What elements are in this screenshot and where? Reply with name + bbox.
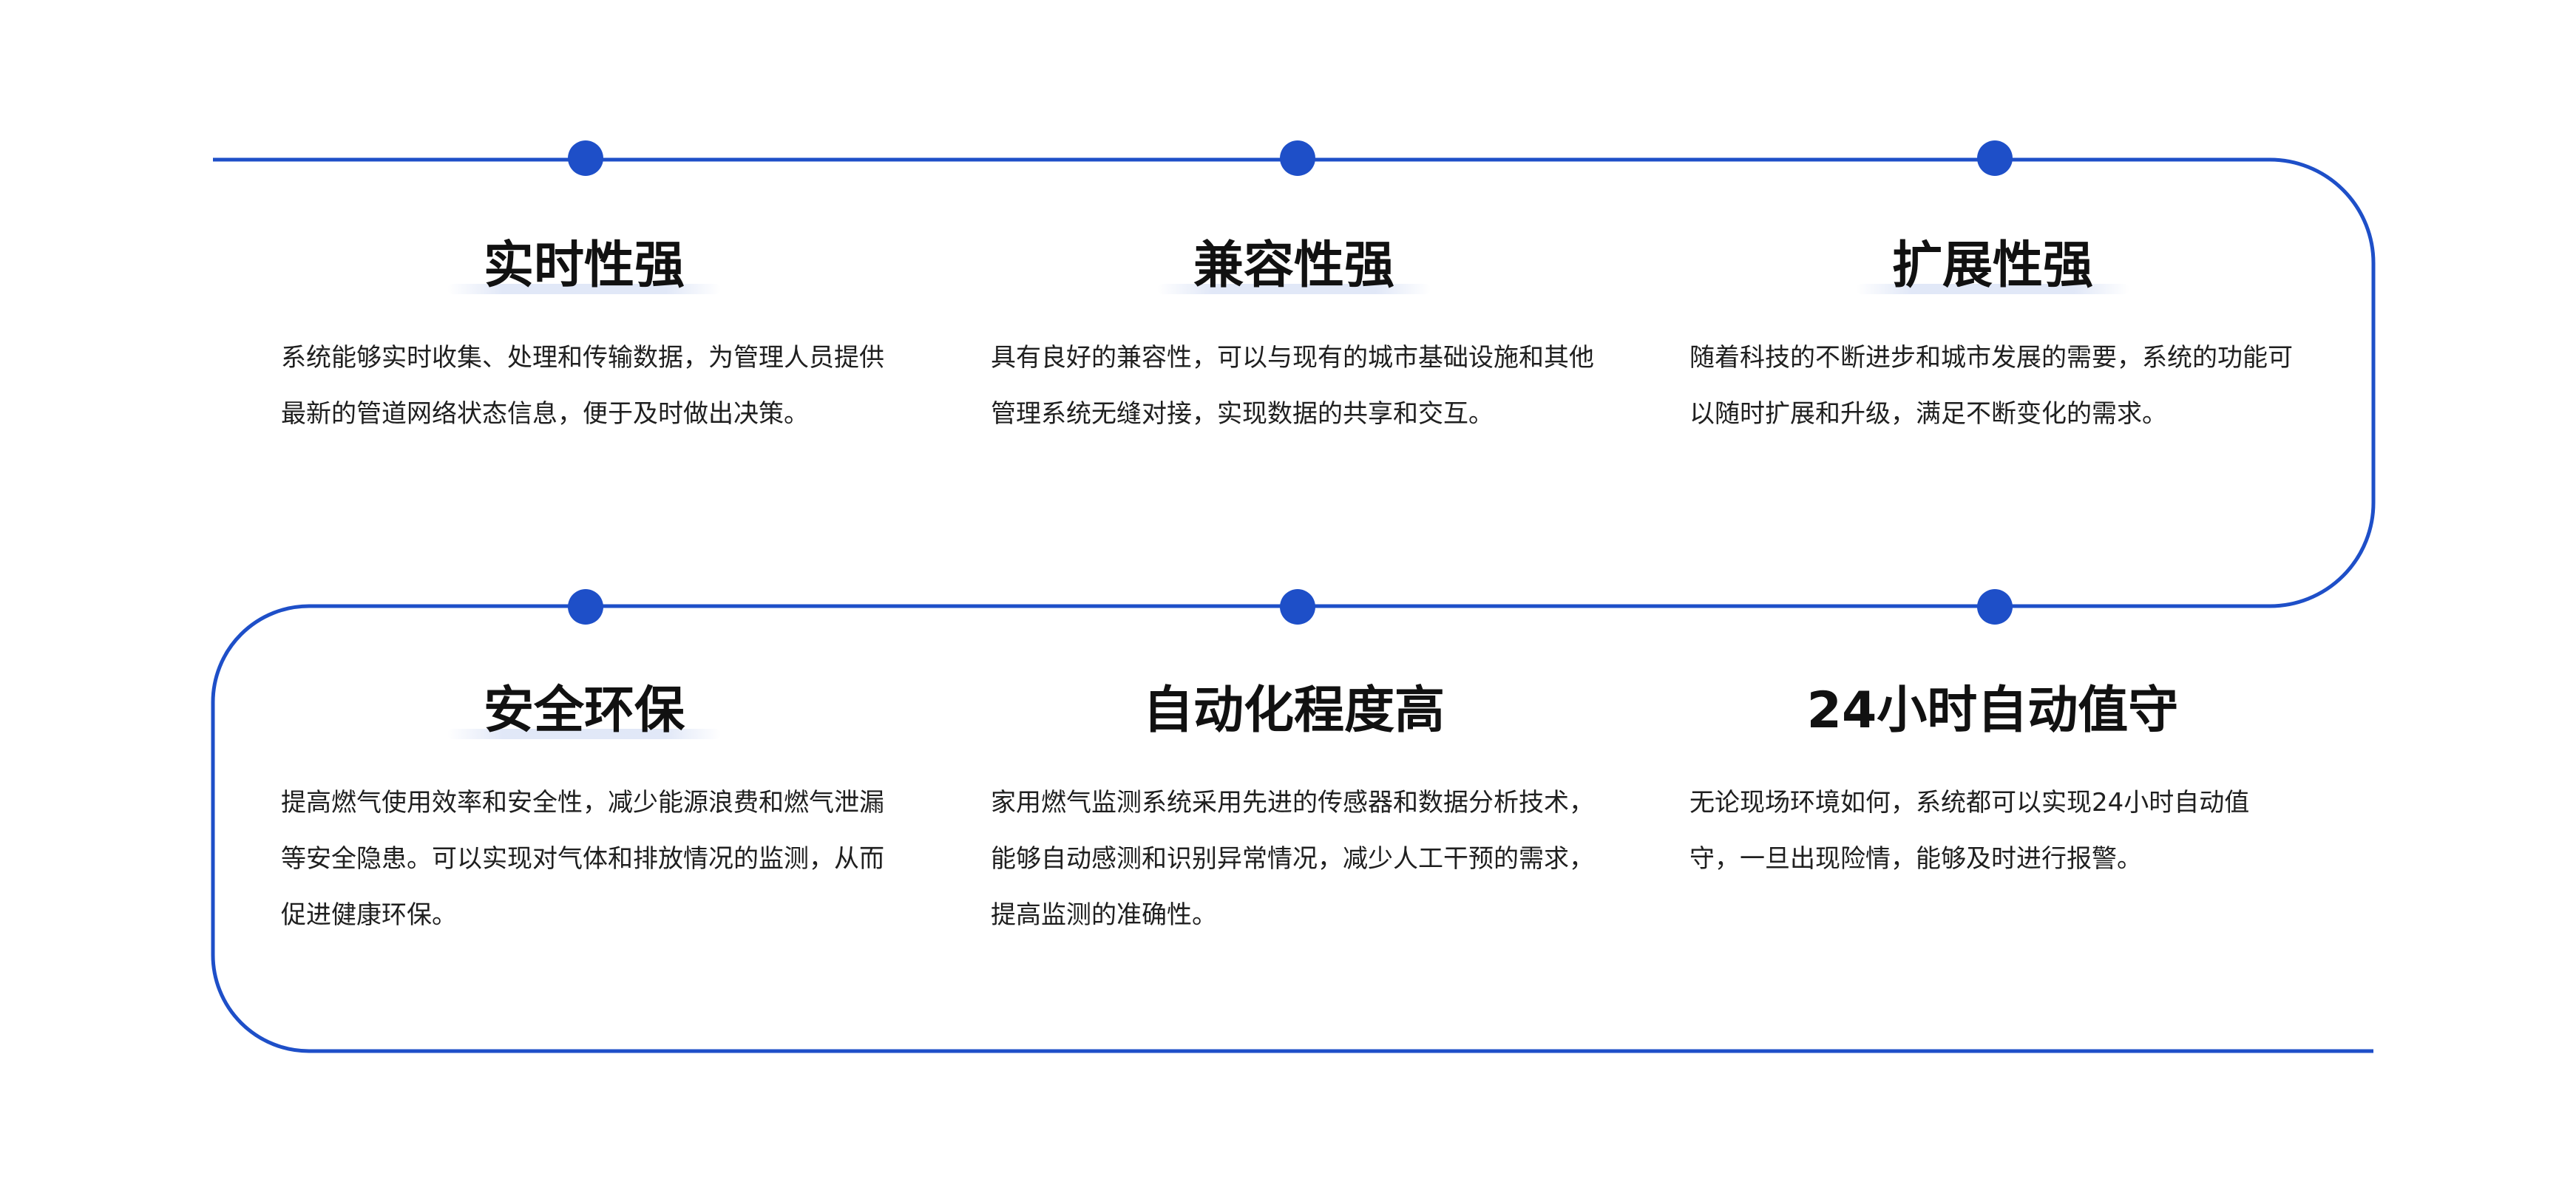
title-underline	[1157, 284, 1431, 294]
timeline-node-1	[568, 140, 603, 176]
timeline-node-2	[1280, 140, 1315, 176]
feature-title: 24小时自动值守	[1806, 682, 2179, 740]
title-underline	[1856, 284, 2129, 294]
feature-description: 家用燃气监测系统采用先进的传感器和数据分析技术，能够自动感测和识别异常情况，减少…	[991, 788, 1594, 930]
title-underline	[447, 284, 721, 294]
feature-description: 系统能够实时收集、处理和传输数据，为管理人员提供最新的管道网络状态信息，便于及时…	[281, 343, 884, 429]
timeline-node-6	[1977, 589, 2013, 625]
feature-title: 安全环保	[281, 674, 887, 748]
feature-description: 具有良好的兼容性，可以与现有的城市基础设施和其他管理系统无缝对接，实现数据的共享…	[991, 343, 1594, 429]
feature-realtime: 实时性强 系统能够实时收集、处理和传输数据，为管理人员提供最新的管道网络状态信息…	[281, 229, 887, 442]
title-underline	[447, 729, 721, 739]
timeline-node-5	[1280, 589, 1315, 625]
feature-description: 随着科技的不断进步和城市发展的需要，系统的功能可以随时扩展和升级，满足不断变化的…	[1689, 343, 2293, 429]
feature-safety: 安全环保 提高燃气使用效率和安全性，减少能源浪费和燃气泄漏等安全隐患。可以实现对…	[281, 674, 887, 943]
feature-scalability: 扩展性强 随着科技的不断进步和城市发展的需要，系统的功能可以随时扩展和升级，满足…	[1689, 229, 2296, 442]
timeline-node-4	[568, 589, 603, 625]
feature-title: 自动化程度高	[1142, 682, 1445, 740]
feature-title: 扩展性强	[1689, 229, 2296, 303]
feature-title: 兼容性强	[991, 229, 1597, 303]
feature-description: 无论现场环境如何，系统都可以实现24小时自动值守，一旦出现险情，能够及时进行报警…	[1689, 788, 2250, 874]
feature-title: 实时性强	[281, 229, 887, 303]
timeline-node-3	[1977, 140, 2013, 176]
feature-24h-monitoring: 24小时自动值守 无论现场环境如何，系统都可以实现24小时自动值守，一旦出现险情…	[1689, 674, 2296, 887]
timeline-path	[211, 157, 2376, 1053]
feature-automation: 自动化程度高 家用燃气监测系统采用先进的传感器和数据分析技术，能够自动感测和识别…	[991, 674, 1597, 943]
feature-compatibility: 兼容性强 具有良好的兼容性，可以与现有的城市基础设施和其他管理系统无缝对接，实现…	[991, 229, 1597, 442]
feature-description: 提高燃气使用效率和安全性，减少能源浪费和燃气泄漏等安全隐患。可以实现对气体和排放…	[281, 788, 884, 930]
